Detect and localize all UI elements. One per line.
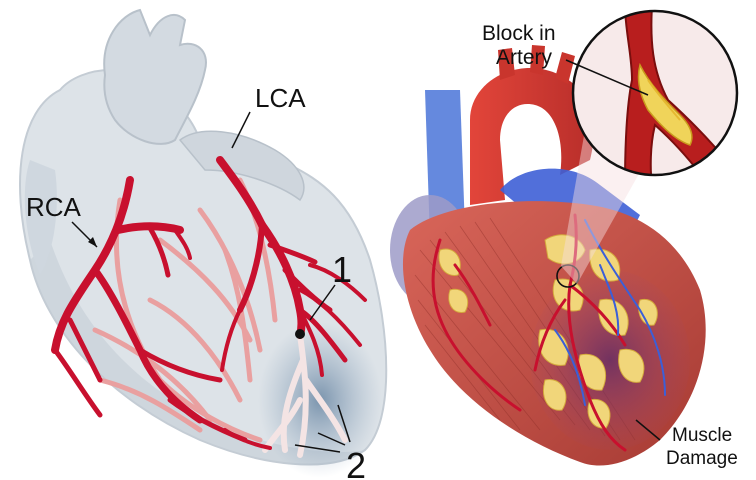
rca-label: RCA — [26, 192, 82, 222]
left-heart-panel: RCA LCA 1 2 — [20, 10, 386, 480]
block-label-line2: Artery — [496, 46, 553, 69]
clot-marker — [295, 329, 305, 339]
lca-label: LCA — [255, 83, 306, 113]
marker-1-label: 1 — [332, 249, 352, 290]
block-label-line1: Block in — [482, 22, 556, 45]
damage-label-line2: Damage — [666, 448, 738, 469]
marker-2-label: 2 — [346, 445, 366, 480]
right-heart-panel: Block in Artery Muscle Damage — [390, 5, 738, 469]
damage-label-line1: Muscle — [672, 425, 732, 446]
